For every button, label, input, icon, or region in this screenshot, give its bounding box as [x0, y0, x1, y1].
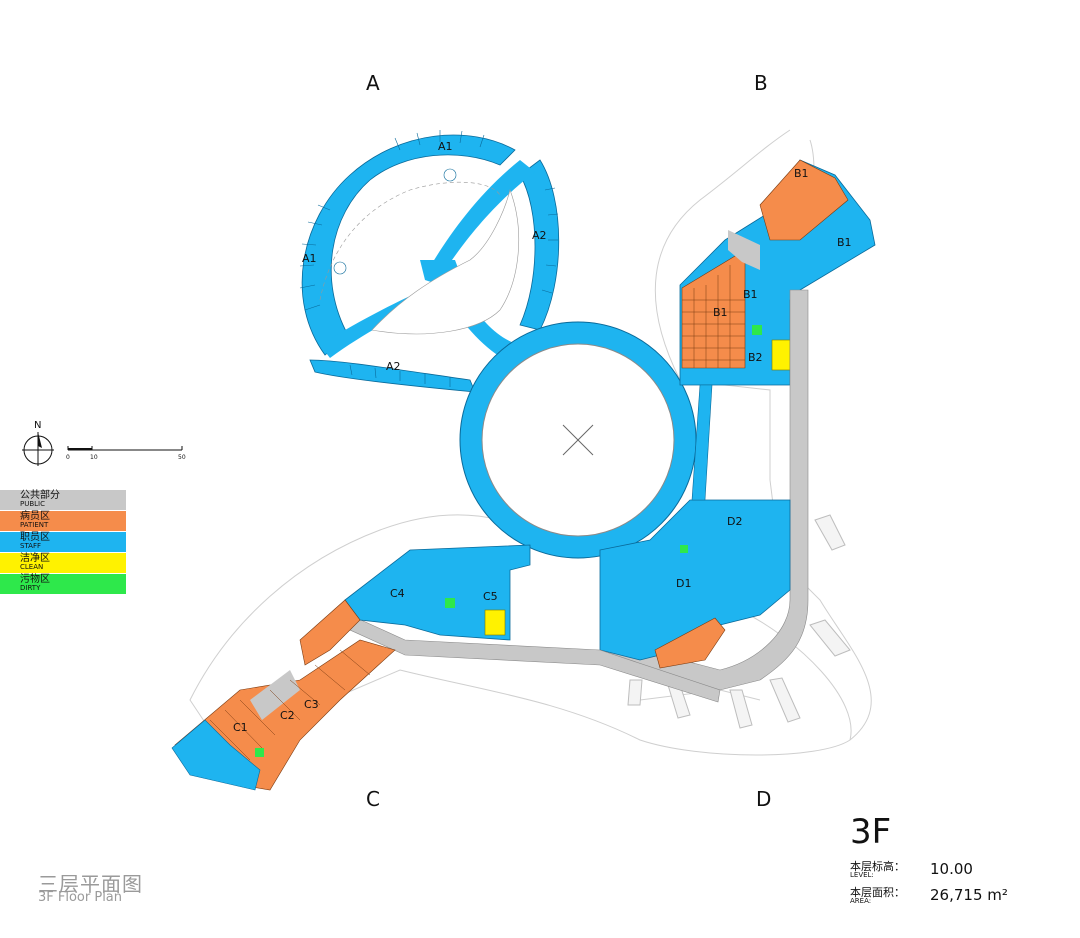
room-label-c3: C3 — [304, 698, 319, 711]
level-label-en: LEVEL: — [850, 871, 874, 879]
zone-label-b: B — [754, 71, 768, 95]
legend-item-clean: 洁净区 CLEAN — [0, 553, 126, 573]
legend-item-staff: 职员区 STAFF — [0, 532, 126, 552]
room-label-d2: D2 — [727, 515, 742, 528]
d-wing — [599, 384, 791, 669]
room-label-c1: C1 — [233, 721, 248, 734]
room-label-a2-bottom: A2 — [386, 360, 401, 373]
room-label-b1-top: B1 — [794, 167, 809, 180]
room-label-a1-left: A1 — [302, 252, 317, 265]
legend-label-zh: 病员区 — [20, 511, 50, 522]
legend-item-public: 公共部分 PUBLIC — [0, 490, 126, 510]
room-label-b2: B2 — [748, 351, 763, 364]
plan-title-zh: 三层平面图 — [38, 872, 143, 896]
plan-title-en: 3F Floor Plan — [38, 890, 123, 905]
legend-label-zh: 污物区 — [20, 574, 50, 585]
legend-label-en: STAFF — [20, 542, 42, 550]
zone-label-c: C — [366, 787, 380, 811]
legend-label-en: PATIENT — [20, 521, 49, 529]
legend-label-en: DIRTY — [20, 584, 41, 592]
legend-label-zh: 公共部分 — [20, 490, 60, 501]
central-ring — [459, 321, 697, 559]
room-label-b1-right: B1 — [837, 236, 852, 249]
legend-item-patient: 病员区 PATIENT — [0, 511, 126, 531]
level-label-zh: 本层标高： — [850, 860, 905, 873]
room-label-a2-right: A2 — [532, 229, 547, 242]
room-label-b1-main: B1 — [713, 306, 728, 319]
area-label-zh: 本层面积： — [850, 886, 905, 899]
room-label-c5: C5 — [483, 590, 498, 603]
scale-tick-10: 10 — [90, 454, 98, 461]
room-label-d1: D1 — [676, 577, 691, 590]
scale-tick-50: 50 — [178, 454, 186, 461]
b-wing — [679, 159, 876, 386]
north-arrow-scale: N 0 10 50 — [22, 420, 186, 466]
scale-tick-0: 0 — [66, 454, 70, 461]
zone-label-d: D — [756, 787, 771, 811]
legend-label-en: CLEAN — [20, 563, 44, 571]
room-label-a1-top: A1 — [438, 140, 453, 153]
north-letter: N — [34, 420, 41, 431]
area-value: 26,715 m² — [930, 886, 1008, 904]
d-canopy-fins — [627, 514, 851, 729]
room-label-b1-mid: B1 — [743, 288, 758, 301]
room-label-c2: C2 — [280, 709, 295, 722]
floor-number: 3F — [850, 812, 892, 852]
legend-item-dirty: 污物区 DIRTY — [0, 574, 126, 594]
room-label-c4: C4 — [390, 587, 405, 600]
legend-label-en: PUBLIC — [20, 500, 45, 508]
zone-label-a: A — [366, 71, 380, 95]
legend-label-zh: 洁净区 — [20, 553, 50, 564]
area-label-en: AREA: — [850, 897, 872, 905]
a-wing — [299, 130, 560, 393]
legend: 公共部分 PUBLIC 病员区 PATIENT 职员区 STAFF 洁净区 CL… — [0, 490, 126, 595]
scale-bar — [67, 446, 183, 451]
level-value: 10.00 — [930, 860, 973, 878]
public-corridor-d-c — [349, 614, 721, 703]
legend-label-zh: 职员区 — [20, 532, 50, 543]
c-wing — [171, 544, 531, 791]
